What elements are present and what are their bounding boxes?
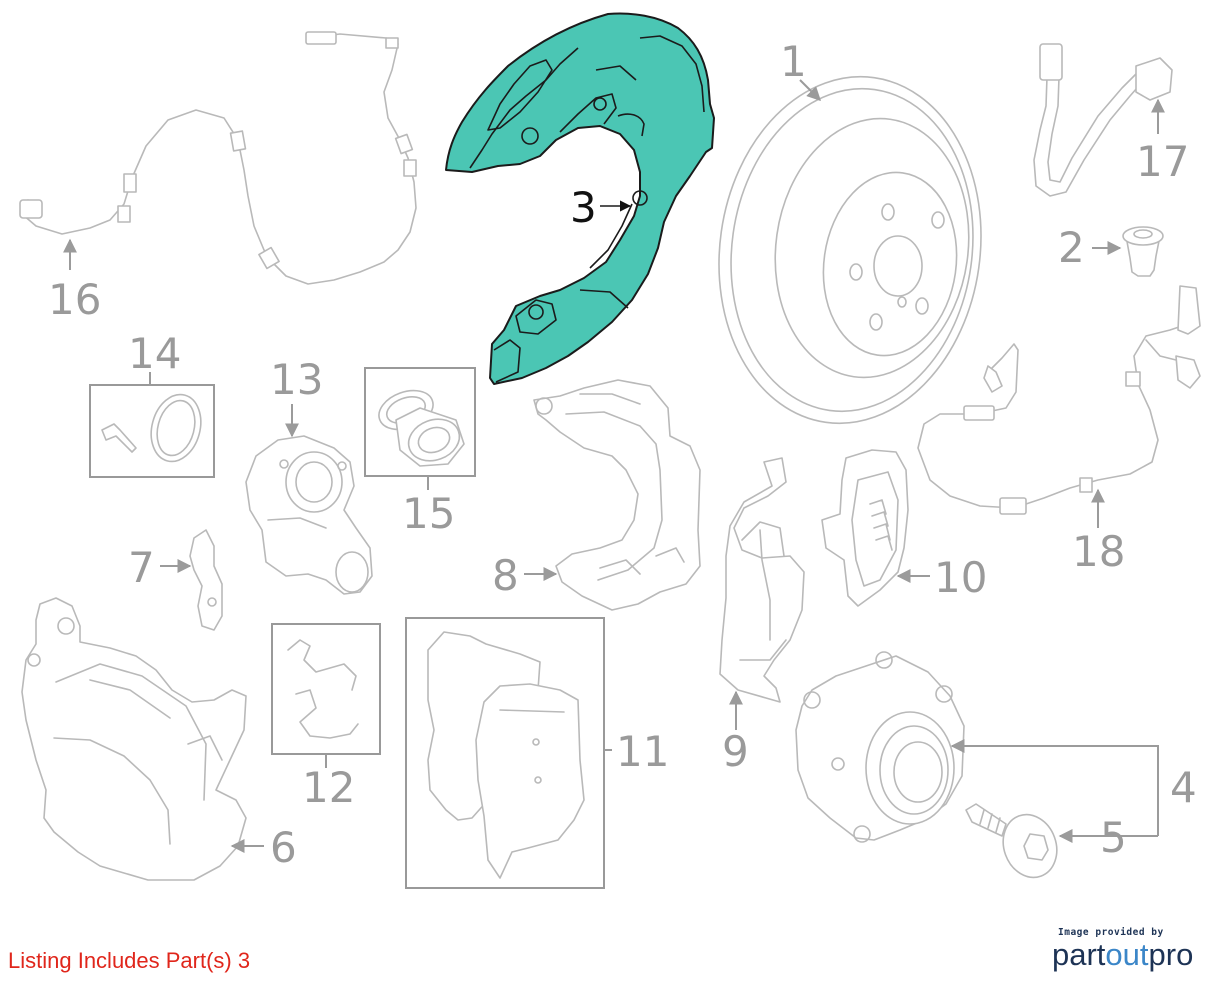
leader-lines bbox=[63, 79, 1165, 853]
part-11-brake-pads bbox=[405, 617, 605, 889]
part-4-wheel-hub bbox=[795, 651, 965, 843]
part-14-bolt-oring bbox=[89, 384, 215, 478]
label-7: 7 bbox=[128, 543, 155, 592]
label-5: 5 bbox=[1100, 813, 1127, 862]
logo-out: out bbox=[1105, 937, 1149, 972]
part-7-clip bbox=[189, 529, 223, 631]
part-5-hub-bolt bbox=[965, 803, 1058, 879]
part-13-caliper-motor bbox=[245, 435, 373, 595]
listing-note: Listing Includes Part(s) 3 bbox=[8, 948, 251, 973]
logo-provided-by: Image provided by bbox=[1058, 927, 1164, 938]
part-8-caliper-bracket bbox=[533, 379, 701, 611]
label-6: 6 bbox=[270, 823, 297, 872]
logo-wordmark: partoutpro bbox=[1052, 938, 1212, 972]
part-10-brake-pad-insulator bbox=[821, 449, 909, 607]
part-16-speed-sensor-cable bbox=[19, 31, 417, 285]
part-9-anti-rattle-spring bbox=[719, 457, 805, 703]
part-17-wear-sensor bbox=[1033, 43, 1173, 197]
part-2-nut bbox=[1122, 226, 1164, 277]
logo-pro: pro bbox=[1148, 937, 1194, 972]
part-labels: 1 2 3 4 5 6 7 8 9 10 11 12 13 14 15 16 1… bbox=[48, 37, 1197, 872]
label-11: 11 bbox=[616, 727, 669, 776]
label-2: 2 bbox=[1058, 223, 1085, 272]
label-15: 15 bbox=[402, 489, 455, 538]
label-17: 17 bbox=[1136, 137, 1189, 186]
label-1: 1 bbox=[780, 37, 807, 86]
partoutpro-logo: Image provided by partoutpro bbox=[1052, 927, 1212, 972]
logo-part: part bbox=[1052, 937, 1106, 972]
label-10: 10 bbox=[934, 553, 987, 602]
part-18-sensor-cable bbox=[917, 285, 1201, 515]
label-14: 14 bbox=[128, 329, 181, 378]
label-13: 13 bbox=[270, 355, 323, 404]
part-3-brake-shield bbox=[445, 12, 715, 385]
part-15-seal-kit bbox=[364, 367, 476, 477]
label-18: 18 bbox=[1072, 527, 1125, 576]
part-6-brake-caliper bbox=[21, 597, 247, 881]
label-8: 8 bbox=[492, 551, 519, 600]
label-9: 9 bbox=[722, 727, 749, 776]
label-4: 4 bbox=[1170, 763, 1197, 812]
label-3: 3 bbox=[570, 183, 597, 232]
label-12: 12 bbox=[302, 763, 355, 812]
part-12-spring-clips bbox=[271, 623, 381, 755]
label-16: 16 bbox=[48, 275, 101, 324]
part-1-brake-disc bbox=[718, 75, 982, 425]
